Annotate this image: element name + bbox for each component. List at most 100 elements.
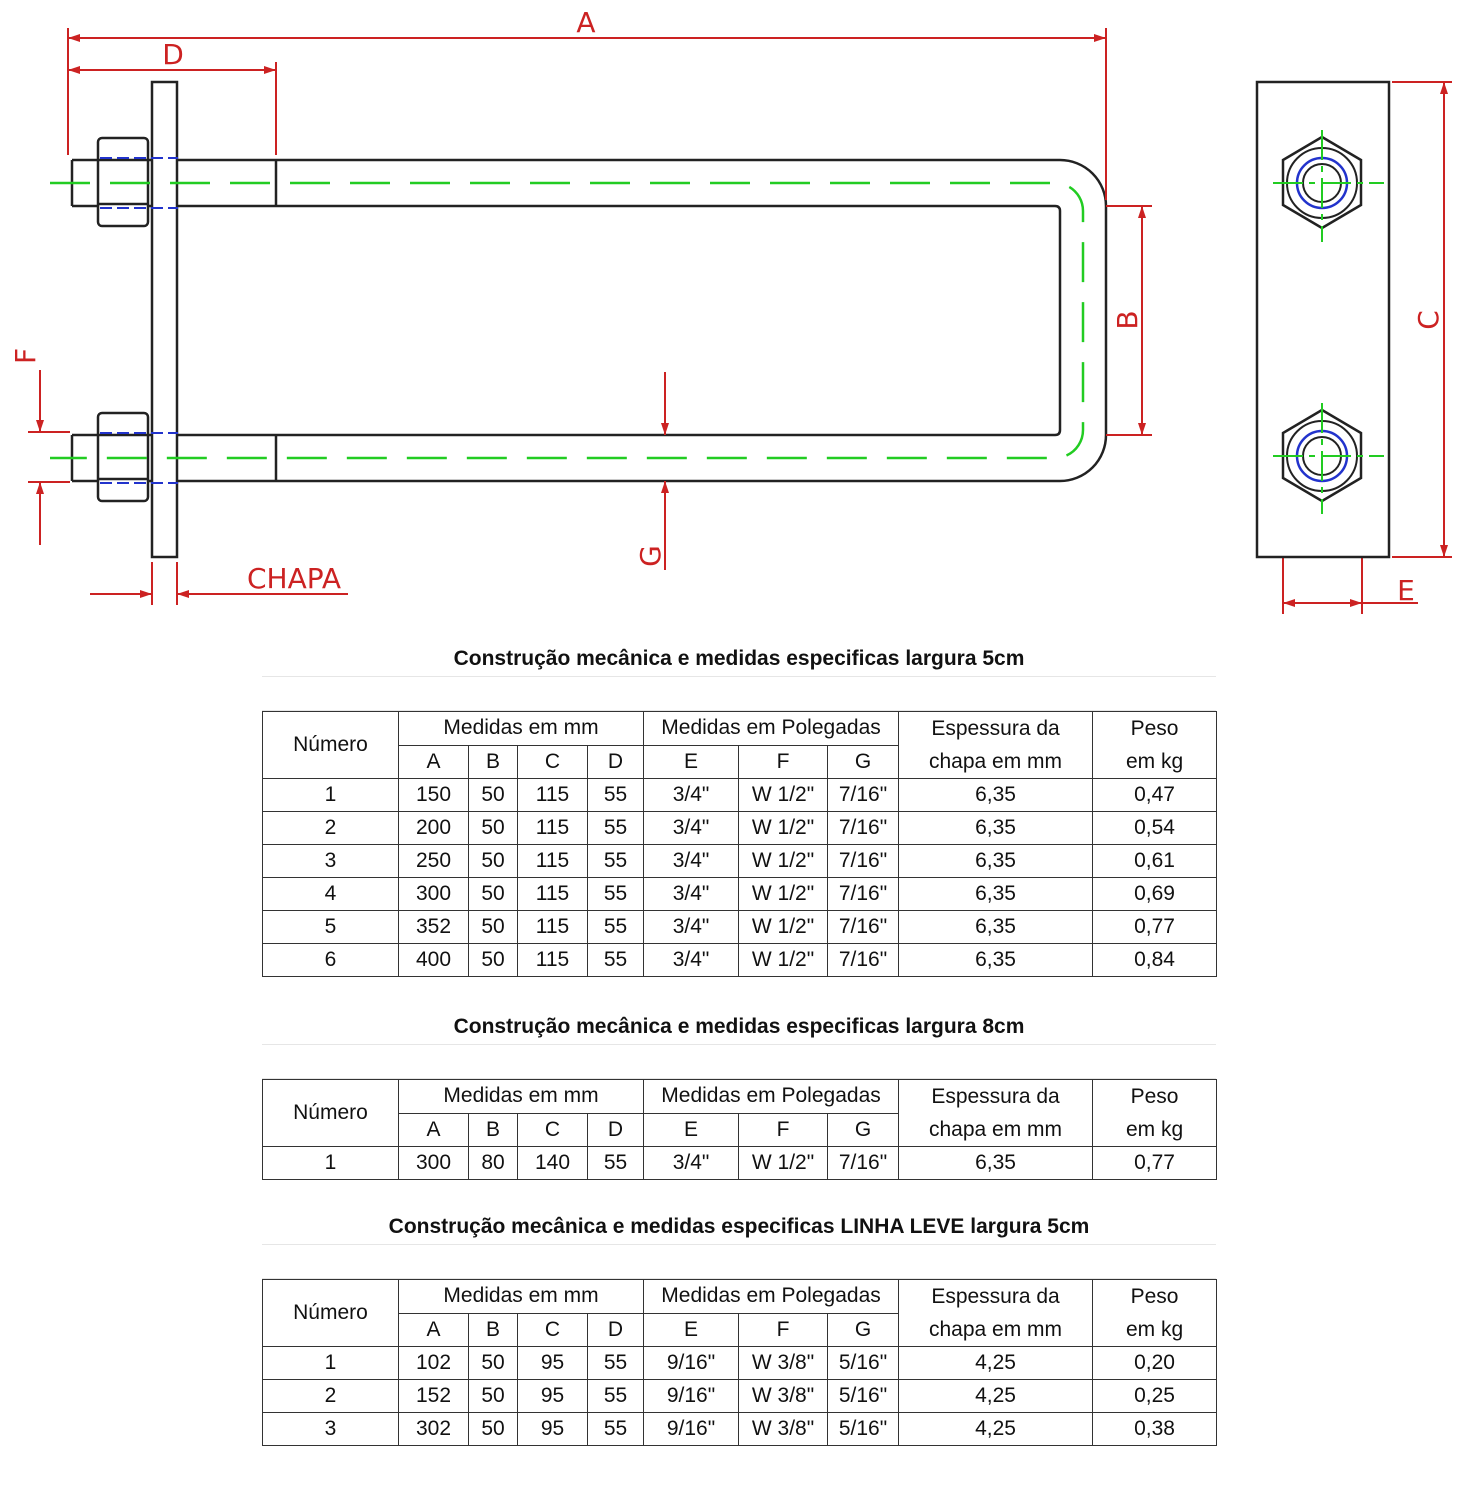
center-line bbox=[50, 181, 1085, 460]
spec-table-section-3: Construção mecânica e medidas especifica… bbox=[262, 1210, 1218, 1446]
cell: 4,25 bbox=[898, 1346, 1094, 1380]
nut-bottom-front bbox=[1273, 403, 1384, 514]
table-title: Construção mecânica e medidas especifica… bbox=[262, 1010, 1216, 1045]
header-col-a: A bbox=[398, 744, 469, 779]
cell: 3/4" bbox=[643, 877, 740, 911]
cell: 55 bbox=[586, 910, 645, 944]
dim-label-C: C bbox=[1412, 310, 1445, 330]
header-mm-group: Medidas em mm bbox=[397, 711, 645, 746]
cell: 0,25 bbox=[1092, 1379, 1218, 1413]
header-mm-group: Medidas em mm bbox=[397, 1079, 645, 1114]
cell: 0,77 bbox=[1092, 910, 1218, 944]
cell: W 3/8" bbox=[738, 1412, 829, 1446]
cell: 55 bbox=[586, 1346, 645, 1380]
cell: 0,61 bbox=[1092, 844, 1218, 878]
cell: 50 bbox=[468, 778, 518, 812]
table-spacer bbox=[262, 677, 1216, 711]
cell: 6,35 bbox=[898, 943, 1094, 977]
cell: 302 bbox=[398, 1412, 469, 1446]
header-col-c: C bbox=[517, 744, 588, 779]
cell: 5/16" bbox=[827, 1379, 900, 1413]
u-bolt-technical-drawing: A D B C F G E CHAPA bbox=[9, 6, 1452, 614]
cell: 4 bbox=[262, 877, 399, 911]
header-col-e: E bbox=[643, 1112, 740, 1147]
cell: 200 bbox=[398, 811, 469, 845]
cell: 55 bbox=[586, 943, 645, 977]
cell: 2 bbox=[262, 1379, 399, 1413]
table-title: Construção mecânica e medidas especifica… bbox=[262, 1210, 1216, 1245]
cell: 50 bbox=[468, 811, 518, 845]
cell: 3 bbox=[262, 1412, 399, 1446]
cell: 50 bbox=[468, 943, 518, 977]
cell: 7/16" bbox=[827, 943, 900, 977]
dim-label-F: F bbox=[9, 348, 42, 364]
cell: 50 bbox=[468, 910, 518, 944]
cell: 3 bbox=[262, 844, 399, 878]
cell: 1 bbox=[262, 778, 399, 812]
header-col-b: B bbox=[468, 1312, 518, 1347]
dim-label-chapa: CHAPA bbox=[247, 562, 341, 595]
cell: 2 bbox=[262, 811, 399, 845]
spec-table: Número Medidas em mm Medidas em Polegada… bbox=[262, 711, 1218, 977]
cell: 0,69 bbox=[1092, 877, 1218, 911]
table-title: Construção mecânica e medidas especifica… bbox=[262, 642, 1216, 677]
header-col-d: D bbox=[586, 1112, 645, 1147]
table-spacer bbox=[262, 1045, 1216, 1079]
cell: 300 bbox=[398, 1146, 469, 1180]
dimension-lines bbox=[28, 28, 1452, 614]
plate-side-view bbox=[150, 80, 179, 559]
header-col-f: F bbox=[738, 744, 829, 779]
cell: W 3/8" bbox=[738, 1379, 829, 1413]
cell: 115 bbox=[517, 844, 588, 878]
cell: 1 bbox=[262, 1346, 399, 1380]
cell: 152 bbox=[398, 1379, 469, 1413]
dim-label-B: B bbox=[1111, 310, 1144, 329]
header-col-f: F bbox=[738, 1112, 829, 1147]
cell: 115 bbox=[517, 877, 588, 911]
thread-lines bbox=[100, 157, 178, 484]
cell: 0,38 bbox=[1092, 1412, 1218, 1446]
cell: 50 bbox=[468, 877, 518, 911]
cell: 0,54 bbox=[1092, 811, 1218, 845]
header-numero: Número bbox=[262, 711, 399, 779]
cell: 4,25 bbox=[898, 1379, 1094, 1413]
header-col-c: C bbox=[517, 1112, 588, 1147]
cell: 55 bbox=[586, 844, 645, 878]
cell: 115 bbox=[517, 943, 588, 977]
u-bolt-body bbox=[70, 158, 1108, 483]
cell: 140 bbox=[517, 1146, 588, 1180]
header-col-d: D bbox=[586, 744, 645, 779]
header-peso: Peso em kg bbox=[1092, 1279, 1218, 1347]
header-polegadas-group: Medidas em Polegadas bbox=[643, 1079, 900, 1114]
cell: W 1/2" bbox=[738, 844, 829, 878]
header-espessura: Espessura da chapa em mm bbox=[898, 711, 1094, 779]
cell: 6,35 bbox=[898, 844, 1094, 878]
cell: 6,35 bbox=[898, 778, 1094, 812]
cell: 50 bbox=[468, 1346, 518, 1380]
cell: 0,47 bbox=[1092, 778, 1218, 812]
cell: 80 bbox=[468, 1146, 518, 1180]
cell: 55 bbox=[586, 877, 645, 911]
cell: 6 bbox=[262, 943, 399, 977]
cell: 4,25 bbox=[898, 1412, 1094, 1446]
cell: 50 bbox=[468, 1412, 518, 1446]
cell: W 3/8" bbox=[738, 1346, 829, 1380]
cell: 7/16" bbox=[827, 778, 900, 812]
cell: 3/4" bbox=[643, 910, 740, 944]
cell: 3/4" bbox=[643, 778, 740, 812]
cell: 55 bbox=[586, 778, 645, 812]
cell: 55 bbox=[586, 1146, 645, 1180]
cell: 55 bbox=[586, 811, 645, 845]
cell: 3/4" bbox=[643, 1146, 740, 1180]
table-spacer bbox=[262, 1245, 1216, 1279]
cell: 300 bbox=[398, 877, 469, 911]
dim-label-E: E bbox=[1397, 574, 1415, 607]
cell: 50 bbox=[468, 844, 518, 878]
